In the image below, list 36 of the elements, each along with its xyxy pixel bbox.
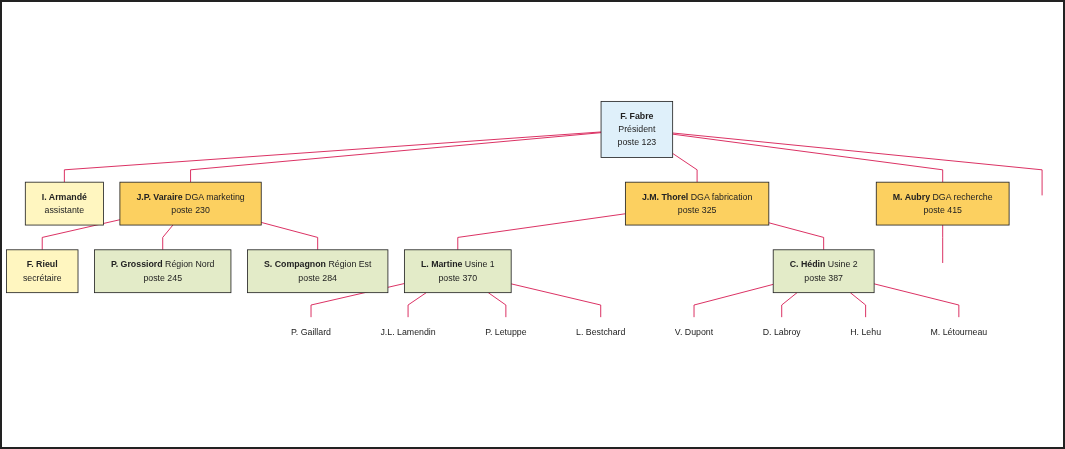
connector: [781, 292, 798, 319]
node-box: I. Armandé assistante: [24, 182, 104, 226]
connector: [407, 292, 427, 319]
node-text: H. Lehu: [850, 327, 882, 337]
connector: [63, 131, 602, 183]
connector: [41, 219, 121, 251]
connector: [873, 283, 960, 319]
connector: [487, 292, 507, 319]
connector: [457, 213, 626, 251]
node-box: M. Aubry DGA recherche poste 415: [875, 182, 1010, 226]
connector: [942, 224, 944, 264]
connector: [162, 224, 174, 251]
node-text: L. Bestchard: [576, 327, 626, 337]
connector: [693, 284, 774, 319]
node-box: L. Martine Usine 1 poste 370: [404, 249, 512, 294]
node-text: V. Dupont: [674, 327, 714, 337]
connector: [190, 132, 602, 183]
node-box: F. Fabre Président poste 123: [600, 101, 674, 159]
node-text: J.L. Lamendin: [380, 327, 436, 337]
node-box: J.M. Thorel DGA fabrication poste 325: [625, 182, 770, 226]
node-text: D. Labroy: [762, 327, 801, 337]
node-box: S. Compagnon Région Est poste 284: [247, 249, 389, 294]
node-text: M. Létourneau: [930, 327, 988, 337]
node-box: F. Rieul secrétaire: [6, 249, 79, 294]
node-box: C. Hédin Usine 2 poste 387: [772, 249, 875, 294]
connector: [849, 292, 867, 319]
node-text: P. Letuppe: [485, 327, 527, 337]
connector: [260, 222, 319, 251]
connector: [672, 134, 944, 183]
node-box: P. Grossiord Région Nord poste 245: [94, 249, 232, 294]
connector: [672, 132, 1043, 197]
connector: [510, 283, 602, 319]
node-box: J.P. Varaire DGA marketing poste 230: [119, 182, 262, 226]
connector: [768, 222, 825, 251]
connector: [672, 153, 698, 183]
node-text: P. Gaillard: [291, 327, 331, 337]
